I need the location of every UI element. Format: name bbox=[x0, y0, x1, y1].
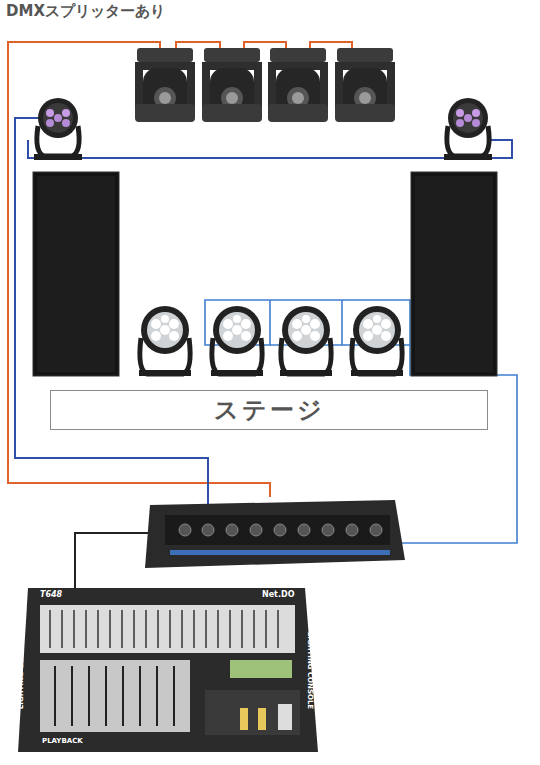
side-label: LIGHTING CONSOLE bbox=[19, 631, 26, 708]
brand-label: Net.DO bbox=[262, 591, 294, 599]
diagram-title: DMXスプリッターあり bbox=[6, 2, 165, 21]
stage-label: ステージ bbox=[214, 394, 325, 426]
section-label: PLAYBACK bbox=[42, 738, 83, 745]
side-label: LIGHTING CONSOLE bbox=[307, 631, 314, 708]
stage-box: ステージ bbox=[50, 390, 488, 430]
model-label: T648 bbox=[40, 591, 62, 599]
